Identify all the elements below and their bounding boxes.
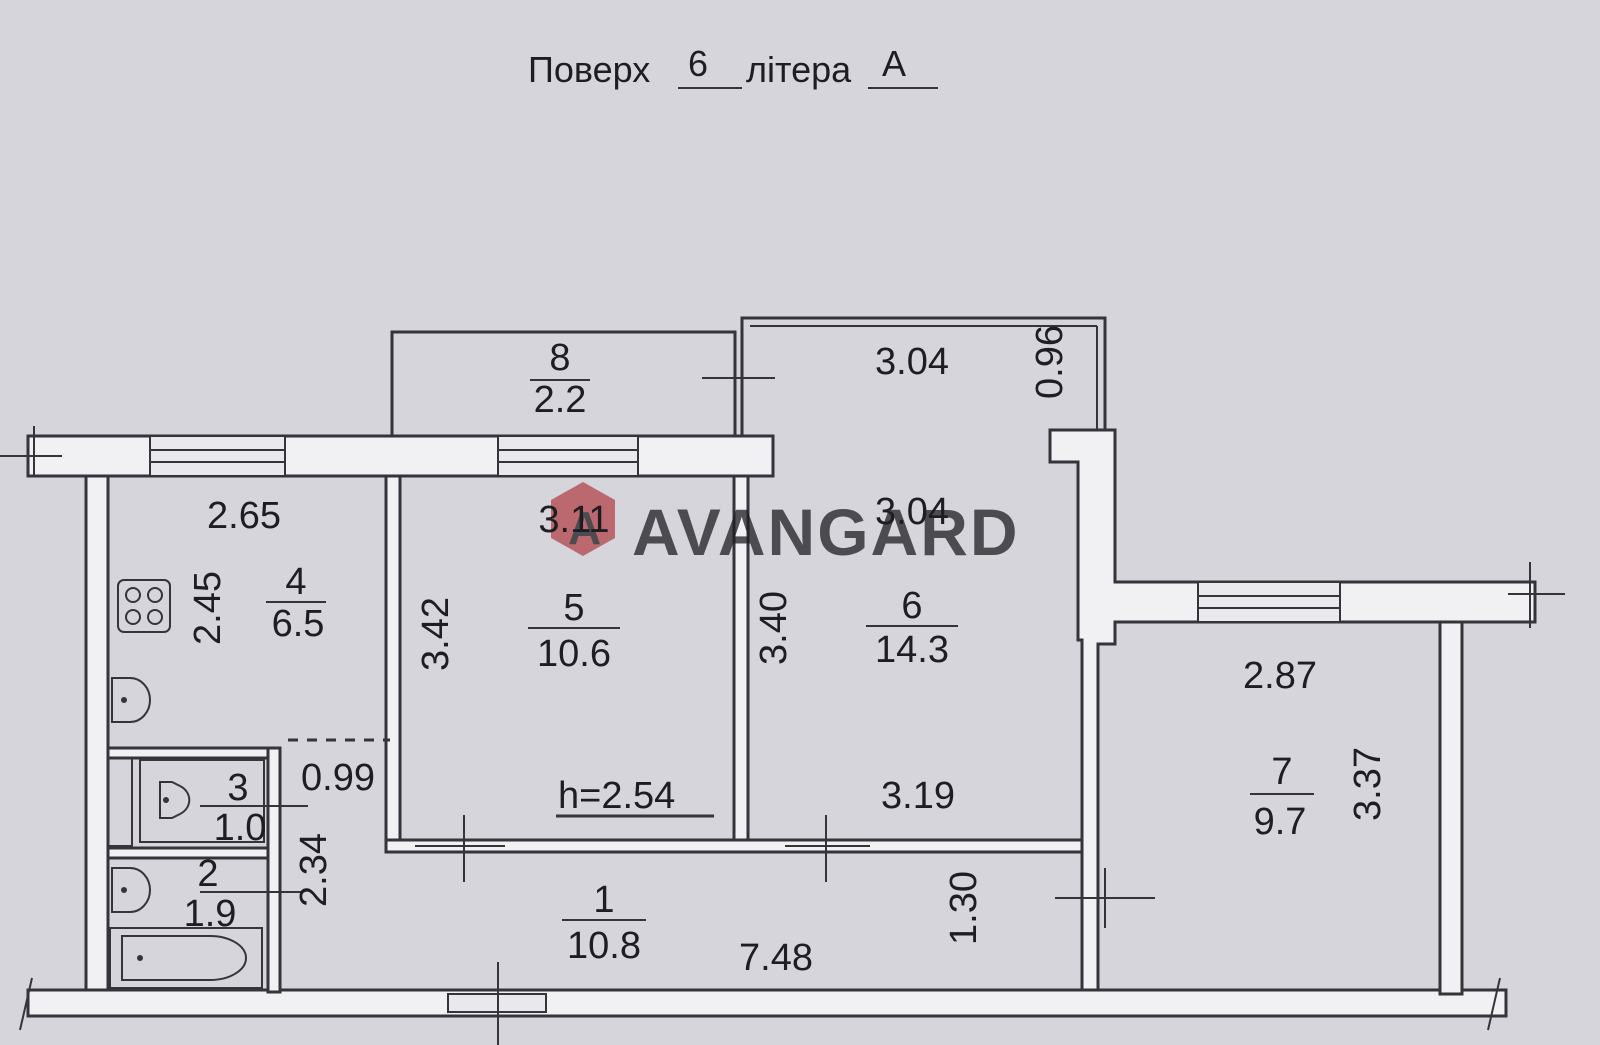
floor-header: Поверх 6 літера А	[528, 43, 938, 90]
dim-bath-depth: 2.34	[293, 833, 335, 907]
dim-wc-width: 0.99	[301, 757, 375, 799]
wall-wc-bath	[106, 846, 274, 860]
floor-value: 6	[688, 43, 708, 84]
room-3-area: 1.0	[214, 807, 267, 849]
wall-kitchen-room5	[384, 474, 402, 854]
dim-room6-depth: 3.40	[753, 591, 795, 665]
room-5-area: 10.6	[537, 633, 611, 675]
bathtub-icon	[109, 927, 263, 989]
avangard-logo-icon	[551, 482, 615, 556]
dim-room6-width: 3.04	[875, 491, 949, 533]
room-1-number: 1	[593, 879, 614, 921]
room-labels: 8 2.2 4 6.5 5 10.6 6 14.3 7 9.7 3 1.0 2 …	[184, 337, 1314, 967]
wc-shaft	[107, 757, 133, 847]
bath-sink-icon	[111, 867, 151, 913]
watermark-text: AVANGARD	[632, 495, 1020, 569]
letter-label: літера	[746, 49, 852, 90]
wall-left	[84, 474, 110, 996]
wall-wc-right	[266, 746, 282, 994]
room-8-area: 2.2	[534, 379, 587, 421]
room-4-area: 6.5	[272, 603, 325, 645]
dim-room5-width: 3.11	[538, 499, 609, 541]
room-2-area: 1.9	[184, 893, 237, 935]
wall-right	[1438, 620, 1464, 996]
dim-balcony-right-width: 3.04	[875, 341, 949, 383]
wall-top-left	[26, 434, 775, 478]
dim-hall-depth: 1.30	[943, 871, 985, 945]
letter-value: А	[882, 43, 906, 84]
kitchen-sink-icon	[111, 677, 151, 723]
room-8-number: 8	[549, 337, 570, 379]
ceiling-height: h=2.54	[558, 775, 675, 817]
dim-room7-depth: 3.37	[1347, 747, 1389, 821]
room-7-number: 7	[1271, 751, 1292, 793]
stove-icon	[117, 579, 171, 633]
wall-wc-top	[106, 746, 274, 760]
room-7-area: 9.7	[1254, 801, 1307, 843]
fixtures	[109, 579, 265, 989]
dim-balcony-right-depth: 0.96	[1029, 325, 1071, 399]
dim-kitchen-width: 2.65	[207, 495, 281, 537]
watermark: A AVANGARD	[551, 482, 1020, 569]
dim-room5-depth: 3.42	[415, 597, 457, 671]
dim-kitchen-depth: 2.45	[187, 571, 229, 645]
room-1-area: 10.8	[567, 925, 641, 967]
window-room7	[1197, 581, 1341, 623]
dimension-labels: 2.65 2.45 3.11 3.42 3.04 3.40 3.19 3.04 …	[187, 325, 1389, 979]
wall-bottom	[26, 988, 1508, 1018]
dim-room7-width: 2.87	[1243, 655, 1317, 697]
room-6-number: 6	[901, 585, 922, 627]
room-5-number: 5	[563, 587, 584, 629]
room-4-number: 4	[285, 561, 306, 603]
dimension-ticks	[0, 350, 1565, 1045]
dim-hall-length: 7.48	[739, 937, 813, 979]
window-room5	[497, 435, 639, 477]
toilet-icon	[139, 759, 265, 843]
watermark-logo-letter: A	[568, 502, 601, 554]
floor-label: Поверх	[528, 49, 650, 90]
window-kitchen	[149, 435, 286, 477]
room-3-number: 3	[227, 767, 248, 809]
room-2-number: 2	[197, 853, 218, 895]
dim-room6-bottom: 3.19	[881, 775, 955, 817]
room-6-area: 14.3	[875, 629, 949, 671]
